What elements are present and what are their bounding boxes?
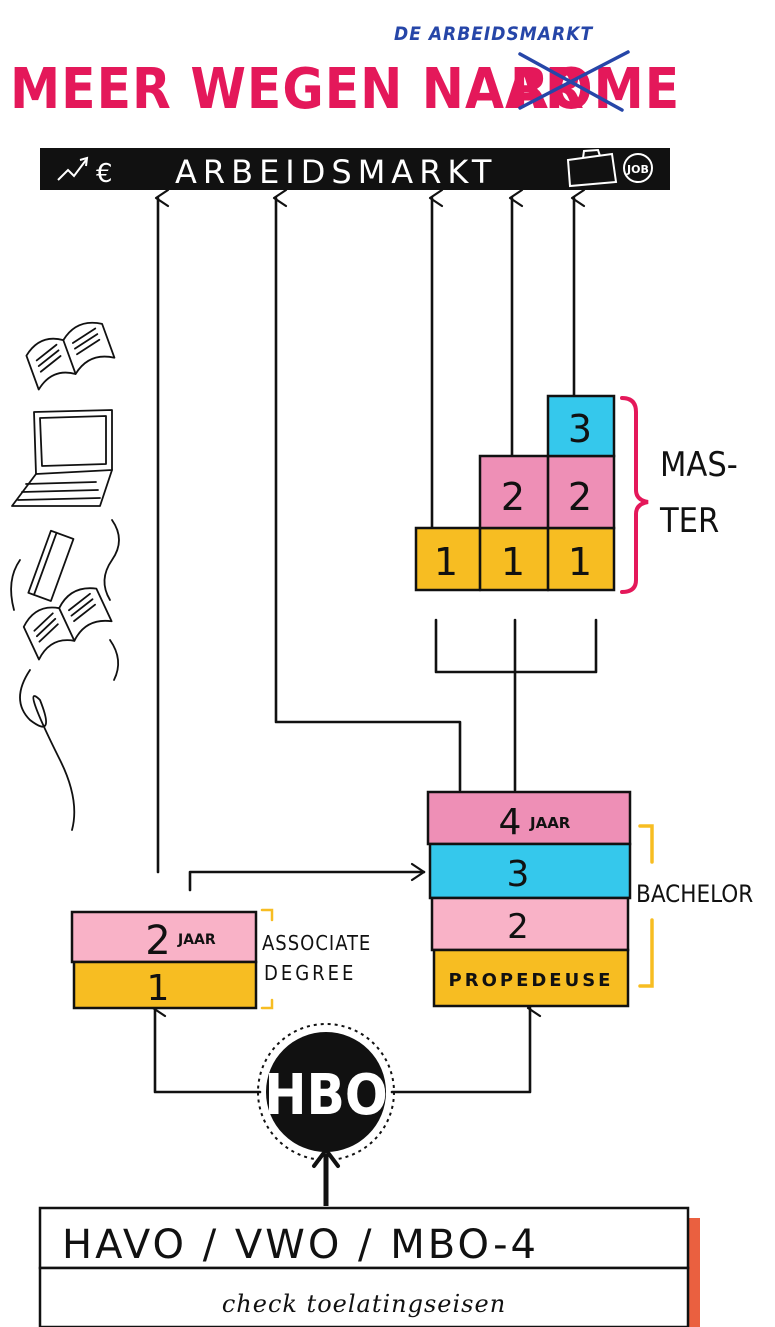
associate-label-line1: ASSOCIATE (262, 931, 371, 955)
laptop-icon (11, 409, 113, 507)
entry-box: HAVO / VWO / MBO-4 check toelatingseisen (38, 1206, 700, 1327)
bachelor-year4 (426, 790, 632, 846)
bachelor-propedeuse: PROPEDEUSE (449, 970, 614, 991)
svg-text:€: € (96, 159, 113, 189)
briefcase-icon (566, 148, 618, 188)
associate-year1-number: 1 (147, 968, 170, 1009)
entry-bottom-box (38, 1266, 690, 1327)
bachelor-year1 (432, 948, 630, 1008)
page-title: MEER WEGEN NAAR (10, 57, 585, 122)
hbo-label: HBO (264, 1063, 387, 1128)
master-year3-row (546, 394, 616, 458)
arrow-hbo-to-bachelor (390, 998, 542, 1094)
arrow-bachelor-to-market (272, 188, 462, 792)
banner-bar (40, 148, 670, 190)
associate-year1 (72, 960, 258, 1010)
master-year1-row (414, 526, 616, 592)
bachelor-year4-number: 4 (499, 802, 522, 843)
master-block: 1 1 1 2 2 3 MAS- TER (414, 394, 738, 594)
master-track1-year1: 1 (434, 540, 458, 584)
master-label-line2: TER (659, 501, 719, 541)
master-label-line1: MAS- (660, 445, 738, 485)
bachelor-year3-number: 3 (507, 854, 530, 895)
bachelor-year2 (430, 896, 630, 952)
doodles (10, 321, 120, 831)
bachelor-year3 (428, 842, 632, 900)
banner: € ARBEIDSMARKT JOB (40, 148, 670, 191)
master-track2-year1: 1 (501, 540, 525, 584)
connector-lines (151, 188, 598, 1206)
entry-note: check toelatingseisen (222, 1290, 506, 1318)
master-bracket (620, 396, 649, 594)
chart-euro-icon: € (57, 156, 113, 189)
bachelor-label: BACHELOR (636, 880, 753, 908)
master-track3-year1: 1 (568, 540, 592, 584)
bachelor-year4-suffix: JAAR (529, 814, 571, 832)
master-track2-year2: 2 (501, 475, 525, 519)
bachelor-year2-number: 2 (507, 907, 529, 947)
closed-book-icon (27, 529, 75, 602)
title-replacement-text: DE ARBEIDSMARKT (394, 23, 593, 45)
associate-label-line2: DEGREE (264, 961, 356, 985)
associate-year2-suffix: JAAR (177, 932, 216, 948)
title-struck-word: ROME (510, 57, 680, 122)
associate-year2-number: 2 (145, 918, 170, 964)
open-book-icon (22, 587, 113, 661)
hbo-hub: HBO (257, 1023, 395, 1161)
associate-block: 2 JAAR 1 ASSOCIATE DEGREE (70, 908, 371, 1010)
open-book-icon (25, 321, 116, 391)
arrow-hbo-to-associate (151, 998, 262, 1094)
job-bubble-icon: JOB (623, 153, 653, 183)
associate-bracket (260, 908, 274, 1010)
strike-through-line (518, 52, 624, 112)
entry-top-box (38, 1206, 690, 1270)
master-track3-year3: 3 (568, 407, 592, 451)
hbo-circle (266, 1032, 386, 1152)
associate-year2 (70, 910, 258, 964)
bachelor-block: 4 JAAR 3 2 PROPEDEUSE BACHELOR (426, 790, 753, 1008)
master-track3-year2: 2 (568, 475, 592, 519)
title-group: DE ARBEIDSMARKT MEER WEGEN NAAR ROME (10, 23, 680, 122)
entry-label: HAVO / VWO / MBO-4 (62, 1222, 539, 1268)
bachelor-bracket (638, 824, 654, 988)
strike-through-line (518, 50, 630, 110)
banner-label: ARBEIDSMARKT (175, 153, 497, 191)
svg-text:JOB: JOB (626, 163, 649, 176)
arrow-associate-to-bachelor (188, 862, 426, 892)
master-bottom-connector (434, 618, 598, 674)
